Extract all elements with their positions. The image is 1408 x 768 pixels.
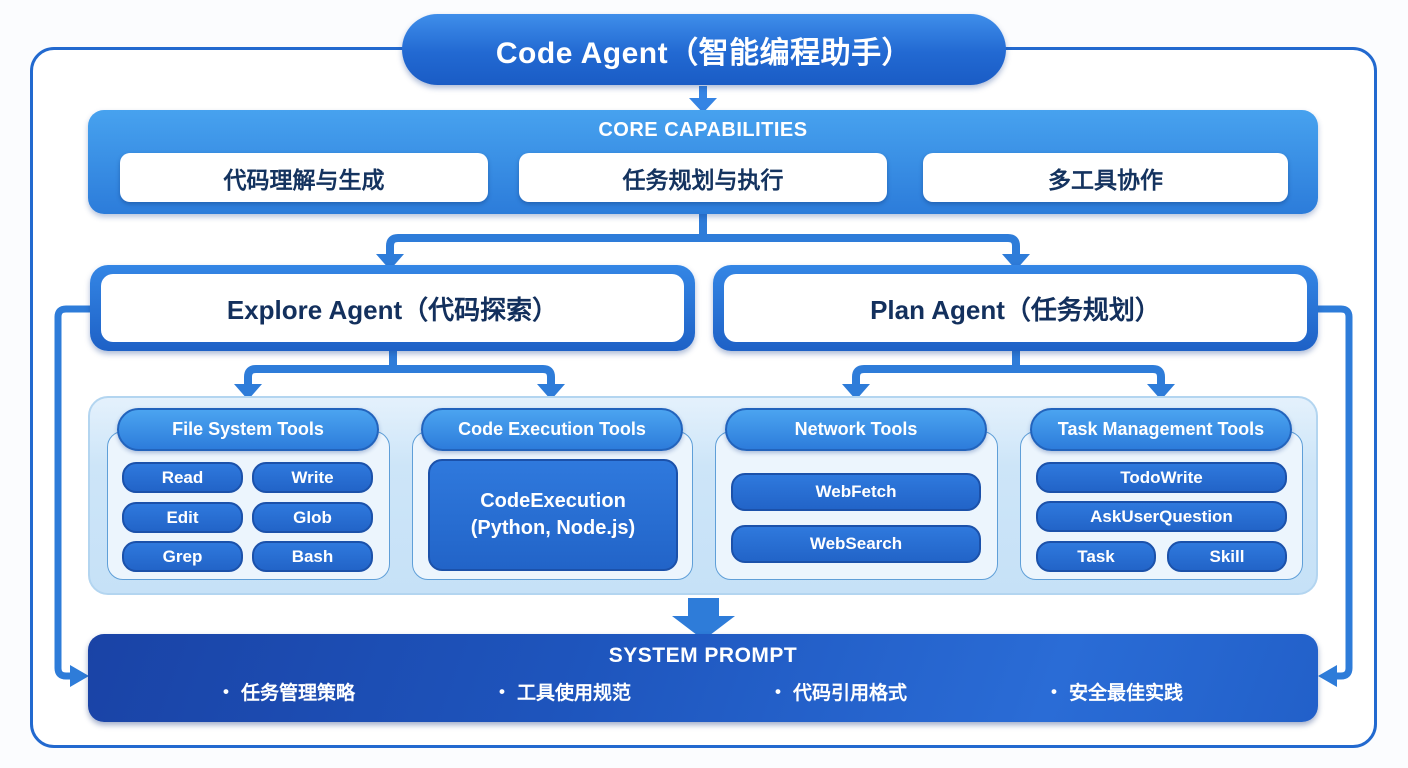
system-prompt-items: • 任务管理策略 • 工具使用规范 • 代码引用格式 • 安全最佳实践 — [88, 678, 1318, 705]
capability-task-planning: 任务规划与执行 — [519, 153, 887, 202]
tool-write: Write — [252, 462, 373, 493]
core-capabilities-heading: CORE CAPABILITIES — [598, 119, 808, 141]
file-system-tools-header: File System Tools — [117, 408, 379, 451]
diagram-title: Code Agent（智能编程助手） — [402, 14, 1006, 85]
explore-agent-label: Explore Agent（代码探索） — [101, 274, 684, 342]
tool-websearch: WebSearch — [731, 525, 981, 563]
diagram-title-label: Code Agent（智能编程助手） — [495, 36, 913, 70]
bullet-dot: • — [223, 681, 229, 701]
bullet-dot: • — [499, 681, 505, 701]
capability-code-understanding: 代码理解与生成 — [120, 153, 488, 202]
tool-glob: Glob — [252, 502, 373, 533]
system-prompt-item-security-practice: • 安全最佳实践 — [1051, 678, 1183, 705]
network-tools-header: Network Tools — [725, 408, 987, 451]
tool-todowrite: TodoWrite — [1036, 462, 1287, 493]
tool-bash: Bash — [252, 541, 373, 572]
plan-agent-label: Plan Agent（任务规划） — [724, 274, 1307, 342]
bullet-dot: • — [1051, 681, 1057, 701]
capability-multi-tool: 多工具协作 — [923, 153, 1288, 202]
task-management-tools-header: Task Management Tools — [1030, 408, 1292, 451]
tool-code-execution-line1: CodeExecution — [480, 490, 626, 512]
tool-task: Task — [1036, 541, 1156, 572]
system-prompt-item-tool-usage: • 工具使用规范 — [499, 678, 631, 705]
bullet-dot: • — [775, 681, 781, 701]
system-prompt-item-label: 代码引用格式 — [792, 683, 907, 704]
tool-code-execution-line2: (Python, Node.js) — [470, 517, 636, 539]
tool-edit: Edit — [122, 502, 243, 533]
system-prompt-heading: SYSTEM PROMPT — [608, 644, 798, 667]
code-execution-tools-header: Code Execution Tools — [421, 408, 683, 451]
system-prompt-item-task-management: • 任务管理策略 — [223, 678, 355, 705]
system-prompt-item-code-citation: • 代码引用格式 — [775, 678, 907, 705]
tool-webfetch: WebFetch — [731, 473, 981, 511]
system-prompt-item-label: 任务管理策略 — [240, 683, 355, 704]
system-prompt-item-label: 安全最佳实践 — [1068, 683, 1183, 704]
explore-agent-box: Explore Agent（代码探索） — [90, 265, 695, 351]
tool-askuserquestion: AskUserQuestion — [1036, 501, 1287, 532]
tool-code-execution: CodeExecution (Python, Node.js) — [428, 459, 678, 571]
system-prompt-section: SYSTEM PROMPT • 任务管理策略 • 工具使用规范 • 代码引用格式… — [88, 634, 1318, 722]
plan-agent-box: Plan Agent（任务规划） — [713, 265, 1318, 351]
tool-skill: Skill — [1167, 541, 1287, 572]
system-prompt-item-label: 工具使用规范 — [516, 683, 631, 704]
core-capabilities-section: CORE CAPABILITIES 代码理解与生成 任务规划与执行 多工具协作 — [88, 110, 1318, 214]
tool-read: Read — [122, 462, 243, 493]
tool-grep: Grep — [122, 541, 243, 572]
